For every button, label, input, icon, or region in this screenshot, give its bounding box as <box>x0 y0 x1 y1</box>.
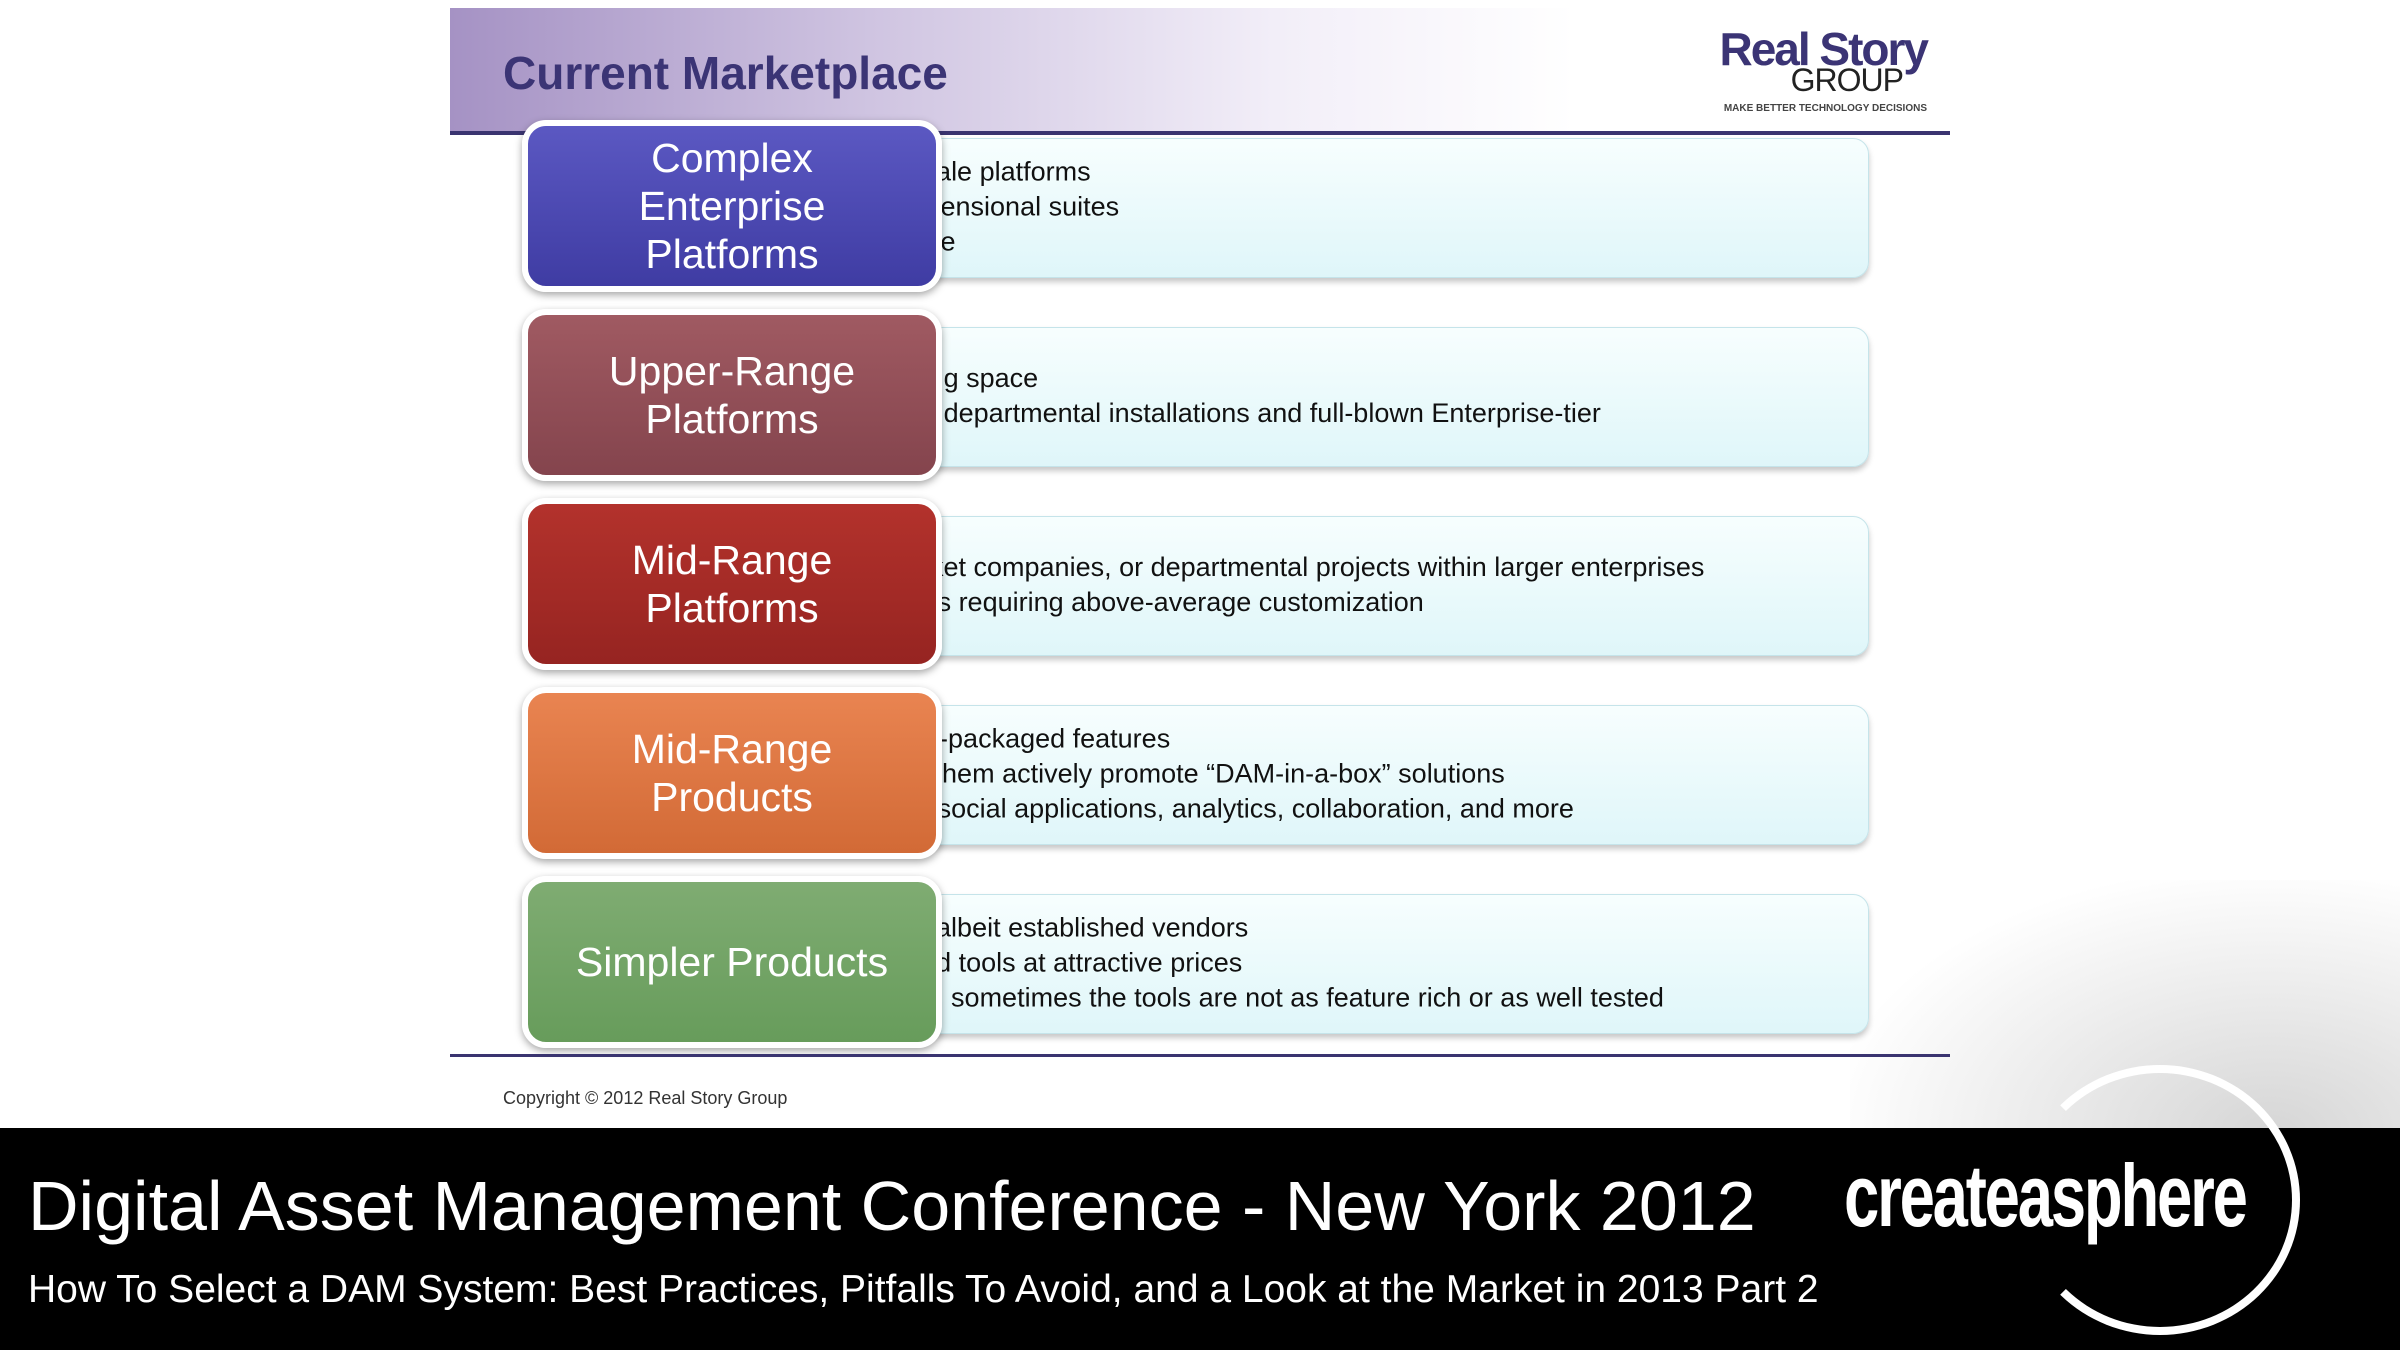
bullet-list: Expanding space Between departmental ins… <box>813 361 1828 433</box>
slide-title: Current Marketplace <box>503 47 948 99</box>
category-label: Mid-Range Platforms <box>631 537 833 631</box>
bullet-item: Smaller, albeit established vendors <box>813 913 1828 944</box>
category-label: Mid-Range Products <box>631 726 833 820</box>
video-frame: Current Marketplace Real Story GROUP MAK… <box>0 0 2400 1128</box>
logo-line-2: GROUP <box>1790 62 1904 98</box>
bullet-item: Expanding space <box>813 363 1828 394</box>
market-row: Smaller, albeit established vendors Pack… <box>522 876 1872 1048</box>
conference-title: Digital Asset Management Conference - Ne… <box>28 1167 1756 1245</box>
createasphere-logo: createasphere <box>1840 1065 2310 1335</box>
logo-ring-icon <box>2020 1065 2300 1335</box>
bullet-list: Smaller, albeit established vendors Pack… <box>813 911 1828 1018</box>
bullet-list: Mid-market companies, or departmental pr… <box>813 550 1828 622</box>
caption-bar: Digital Asset Management Conference - Ne… <box>0 1128 2400 1350</box>
category-box-complex-enterprise: Complex Enterprise Platforms <box>522 120 942 292</box>
bullet-item: Large-scale platforms <box>813 157 1828 188</box>
category-box-upper-range: Upper-Range Platforms <box>522 309 942 481</box>
bullet-list: Large-scale platforms Multi-dimensional … <box>813 155 1828 262</box>
description-box: Expanding space Between departmental ins… <box>777 327 1869 467</box>
copyright-text: Copyright © 2012 Real Story Group <box>503 1088 788 1108</box>
category-label: Simpler Products <box>575 939 889 985</box>
slide-footer-divider <box>450 1054 1950 1057</box>
bullet-item: However, sometimes the tools are not as … <box>813 983 1828 1014</box>
market-row: Large-scale platforms Multi-dimensional … <box>522 120 1872 292</box>
category-box-simpler-products: Simpler Products <box>522 876 942 1048</box>
real-story-group-logo: Real Story GROUP MAKE BETTER TECHNOLOGY … <box>1687 23 1929 116</box>
description-box: More pre-packaged features Many of them … <box>777 705 1869 845</box>
brand-wordmark: createasphere <box>1844 1146 2248 1245</box>
bullet-item: Scenarios requiring above-average custom… <box>813 587 1828 618</box>
market-row: Mid-market companies, or departmental pr… <box>522 498 1872 670</box>
market-row: More pre-packaged features Many of them … <box>522 687 1872 859</box>
category-label: Upper-Range Platforms <box>608 348 856 442</box>
bullet-item: Many of them actively promote “DAM-in-a-… <box>813 759 1828 790</box>
logo-tagline: MAKE BETTER TECHNOLOGY DECISIONS <box>1723 103 1927 114</box>
market-row: Expanding space Between departmental ins… <box>522 309 1872 481</box>
category-label: Complex Enterprise Platforms <box>638 135 826 277</box>
bullet-item: Multi-dimensional suites <box>813 192 1828 223</box>
bullet-item: Mid-market companies, or departmental pr… <box>813 552 1828 583</box>
category-box-mid-range-platforms: Mid-Range Platforms <box>522 498 942 670</box>
bullet-item: Between departmental installations and f… <box>813 398 1828 429</box>
bullet-list: More pre-packaged features Many of them … <box>813 722 1828 829</box>
session-subtitle: How To Select a DAM System: Best Practic… <box>28 1268 1819 1311</box>
bullet-item: Packaged tools at attractive prices <box>813 948 1828 979</box>
bullet-item: Expensive <box>813 227 1828 258</box>
logo-line-1: Real Story <box>1719 23 1929 75</box>
description-box: Smaller, albeit established vendors Pack… <box>777 894 1869 1034</box>
description-box: Mid-market companies, or departmental pr… <box>777 516 1869 656</box>
category-box-mid-range-products: Mid-Range Products <box>522 687 942 859</box>
presentation-slide: Current Marketplace Real Story GROUP MAK… <box>450 8 1950 1128</box>
bullet-item: Bundled social applications, analytics, … <box>813 794 1828 825</box>
slide-header: Current Marketplace Real Story GROUP MAK… <box>450 8 1950 135</box>
bullet-item: More pre-packaged features <box>813 724 1828 755</box>
